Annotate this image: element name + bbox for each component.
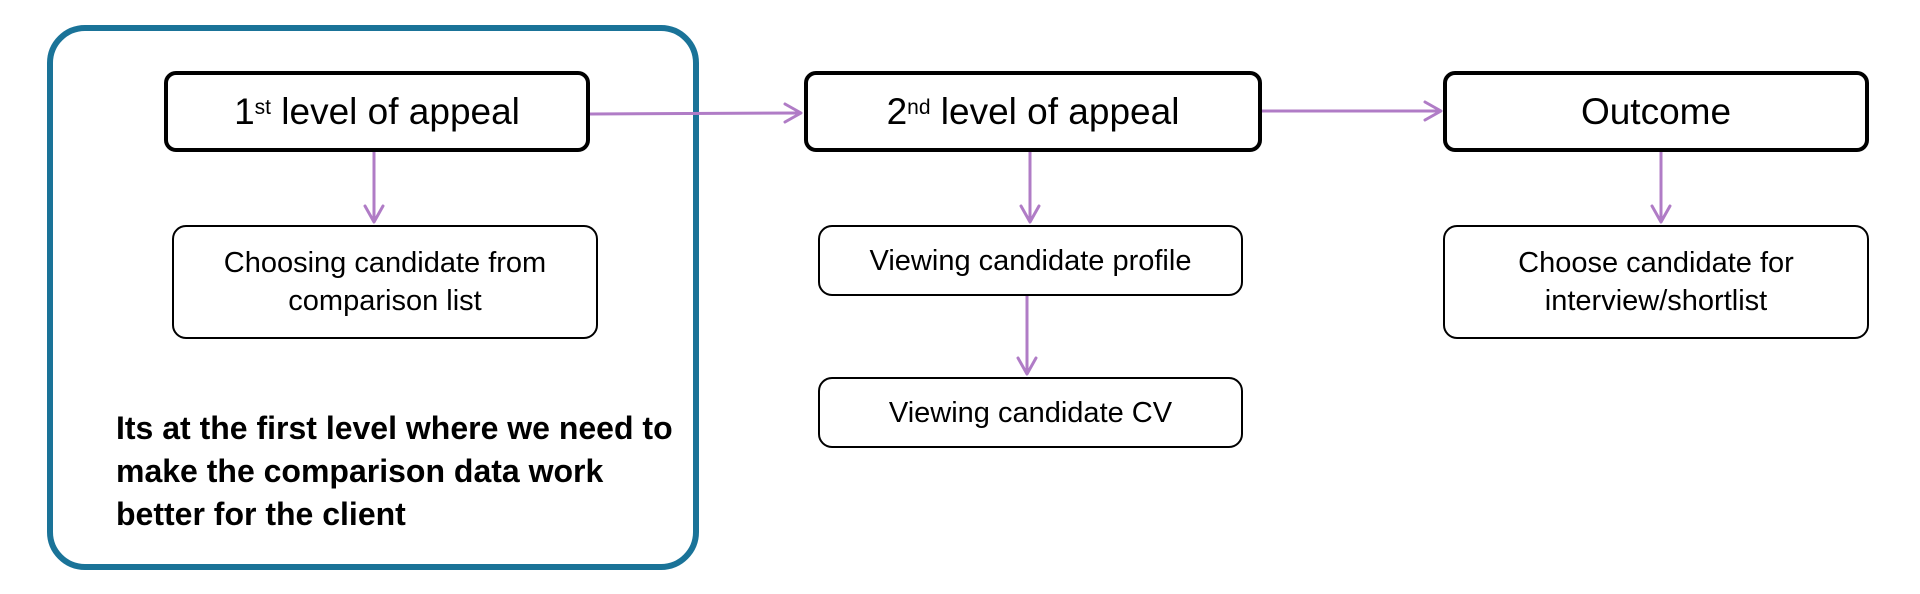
viewing-candidate-cv-label: Viewing candidate CV	[888, 396, 1173, 429]
arrow-level1-to-level2-head	[783, 102, 803, 124]
viewing-candidate-profile-box: Viewing candidate profile	[818, 225, 1243, 296]
viewing-candidate-profile-label: Viewing candidate profile	[869, 244, 1192, 277]
choosing-candidate-box: Choosing candidate from comparison list	[172, 225, 598, 339]
arrow-level1-to-choosing-head	[363, 204, 385, 224]
outcome-label: Outcome	[1580, 90, 1732, 132]
first-level-label: level of appeal	[281, 90, 520, 132]
choosing-candidate-label: Choosing candidate from comparison list	[223, 247, 547, 317]
choose-candidate-interview-box: Choose candidate for interview/shortlist	[1443, 225, 1869, 339]
first-level-highlight-frame	[47, 25, 699, 570]
arrow-outcome-to-interview-head	[1650, 204, 1672, 224]
arrow-level2-to-outcome-head	[1423, 100, 1443, 122]
second-level-label: level of appeal	[940, 90, 1180, 132]
viewing-candidate-cv-box: Viewing candidate CV	[818, 377, 1243, 448]
arrow-level2-to-profile-head	[1019, 204, 1041, 224]
outcome-box: Outcome	[1443, 71, 1869, 152]
arrow-profile-to-cv-head	[1016, 356, 1038, 376]
choose-candidate-interview-label: Choose candidate for interview/shortlist	[1518, 247, 1794, 317]
first-level-note: Its at the first level where we need to …	[116, 410, 673, 532]
arrow-level1-to-level2	[588, 111, 802, 116]
first-level-number: 1	[234, 90, 255, 132]
second-level-number: 2	[886, 90, 908, 132]
